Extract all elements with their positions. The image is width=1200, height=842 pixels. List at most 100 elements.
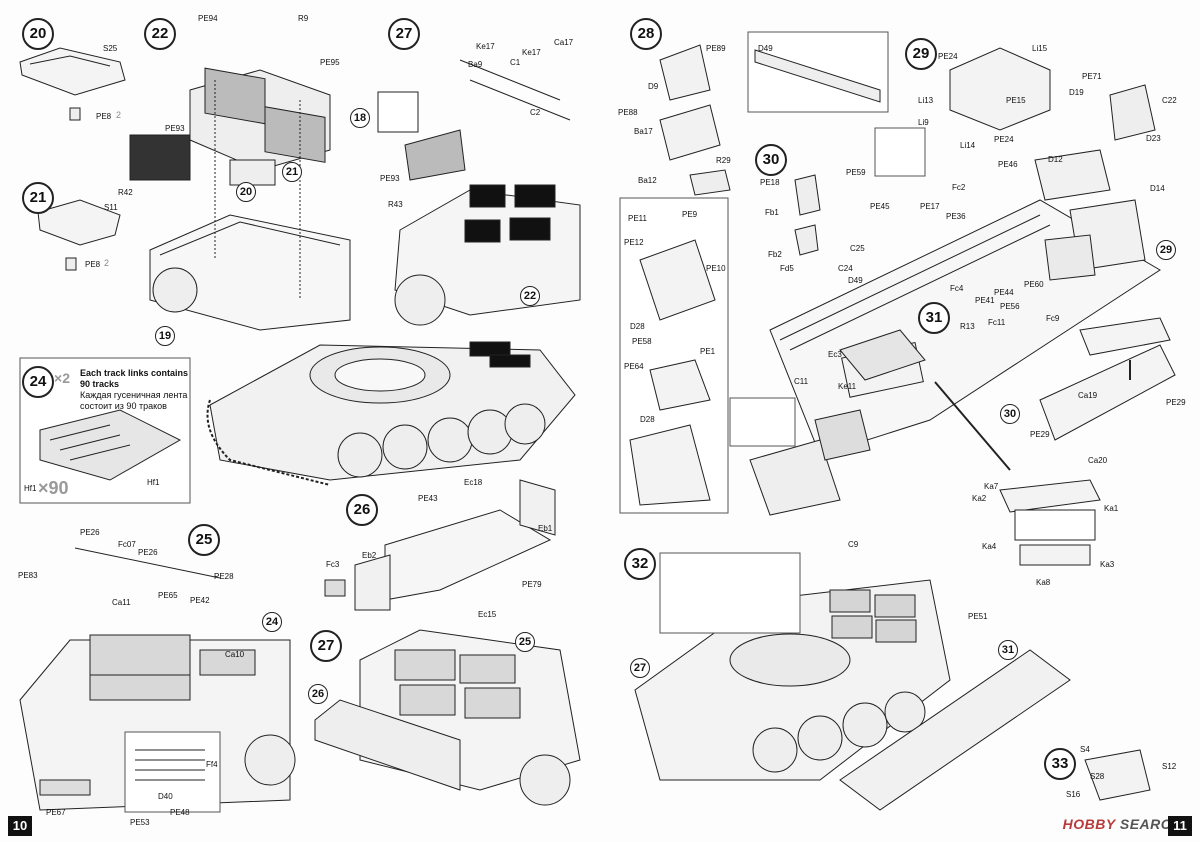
part-label: Ka8 <box>1036 578 1051 587</box>
part-label: PE29 <box>1166 398 1186 407</box>
part-label: R43 <box>388 200 403 209</box>
part-label: Fd5 <box>780 264 794 273</box>
part-label: C1 <box>510 58 521 67</box>
watermark: HOBBY SEARCH <box>1062 816 1182 832</box>
part-label: PE29 <box>1030 430 1050 439</box>
step-number-badge: 26 <box>346 494 378 526</box>
part-label: Ca20 <box>1088 456 1108 465</box>
part-label: PE56 <box>1000 302 1020 311</box>
reference-step-badge: 20 <box>236 182 256 202</box>
part-label: C22 <box>1162 96 1177 105</box>
part-label: C9 <box>848 540 859 549</box>
part-label: Fc11 <box>988 318 1006 327</box>
part-label: D40 <box>158 792 173 801</box>
left-page-line-drawings <box>19 47 581 813</box>
reference-step-badge: 29 <box>1156 240 1176 260</box>
reference-step-badge: 19 <box>155 326 175 346</box>
reference-step-badge: 25 <box>515 632 535 652</box>
part-label: PE8 <box>85 260 101 269</box>
quantity-mark: 2 <box>104 258 110 268</box>
track-note-ru: Каждая гусеничная лента состоит из 90 тр… <box>80 390 188 411</box>
part-label: PE12 <box>624 238 644 247</box>
part-label: PE44 <box>994 288 1014 297</box>
part-label: PE59 <box>846 168 866 177</box>
part-label: C2 <box>530 108 541 117</box>
part-label: PE8 <box>96 112 112 121</box>
part-label: Fc2 <box>952 183 966 192</box>
part-label: C24 <box>838 264 853 273</box>
part-label: PE11 <box>628 214 647 223</box>
part-label: D28 <box>640 415 655 424</box>
part-label: D12 <box>1048 155 1063 164</box>
reference-step-badge: 31 <box>998 640 1018 660</box>
part-label: S11 <box>104 203 118 212</box>
page-number: 11 <box>1168 816 1192 836</box>
part-label: Li9 <box>918 118 929 127</box>
step-number-badge: 31 <box>918 302 950 334</box>
part-label: D49 <box>848 276 863 285</box>
part-label: Ba12 <box>638 176 657 185</box>
part-label: PE36 <box>946 212 966 221</box>
part-label: PE58 <box>632 337 652 346</box>
part-label: PE26 <box>80 528 100 537</box>
part-label: PE83 <box>18 571 38 580</box>
part-label: Ke17 <box>522 48 541 57</box>
part-label: D28 <box>630 322 645 331</box>
quantity-mark: 2 <box>116 110 122 120</box>
part-label: PE93 <box>380 174 400 183</box>
part-label: Fc07 <box>118 540 136 549</box>
part-label: PE71 <box>1082 72 1102 81</box>
part-label: S12 <box>1162 762 1177 771</box>
step-number-badge: 29 <box>905 38 937 70</box>
part-label: D23 <box>1146 134 1161 143</box>
part-label: PE24 <box>938 52 958 61</box>
part-label: Ka3 <box>1100 560 1115 569</box>
part-label: Li14 <box>960 141 976 150</box>
part-label: Hf1 <box>24 484 37 493</box>
part-label: PE64 <box>624 362 644 371</box>
part-label: S16 <box>1066 790 1081 799</box>
step-number-badge: 32 <box>624 548 656 580</box>
step-number-badge: 33 <box>1044 748 1076 780</box>
part-label: Ke11 <box>838 382 857 391</box>
step-number-badge: 27 <box>310 630 342 662</box>
part-label: PE9 <box>682 210 698 219</box>
part-label: Ka4 <box>982 542 997 551</box>
part-label: Ec15 <box>478 610 497 619</box>
part-label: PE48 <box>170 808 190 817</box>
part-label: S4 <box>1080 745 1090 754</box>
step-number-badge: 20 <box>22 18 54 50</box>
reference-step-badge: 26 <box>308 684 328 704</box>
track-note-en: Each track links contains 90 tracks <box>80 368 189 389</box>
part-label: PE60 <box>1024 280 1044 289</box>
part-label: Eb1 <box>538 524 553 533</box>
part-label: Fc4 <box>950 284 964 293</box>
page-number: 10 <box>8 816 32 836</box>
reference-step-badge: 30 <box>1000 404 1020 424</box>
part-label: Ca10 <box>225 650 245 659</box>
part-label: Eb2 <box>362 551 377 560</box>
part-label: Ke17 <box>476 42 495 51</box>
part-label: PE89 <box>706 44 726 53</box>
part-label: Fb1 <box>765 208 779 217</box>
part-label: PE65 <box>158 591 178 600</box>
part-label: Ka7 <box>984 482 999 491</box>
part-label: PE43 <box>418 494 438 503</box>
step-number-badge: 27 <box>388 18 420 50</box>
part-label: PE51 <box>968 612 988 621</box>
part-label: S28 <box>1090 772 1105 781</box>
part-label: R42 <box>118 188 133 197</box>
part-label: Li13 <box>918 96 934 105</box>
track-note: Each track links contains 90 tracks Кажд… <box>80 368 200 412</box>
part-label: PE79 <box>522 580 542 589</box>
part-label: Ka2 <box>972 494 987 503</box>
part-label: Ca11 <box>112 598 131 607</box>
quantity-multiplier: ×2 <box>54 370 70 386</box>
part-label: R29 <box>716 156 731 165</box>
part-label: PE88 <box>618 108 638 117</box>
reference-step-badge: 18 <box>350 108 370 128</box>
reference-step-badge: 22 <box>520 286 540 306</box>
part-label: PE94 <box>198 14 218 23</box>
part-label: Fb2 <box>768 250 782 259</box>
part-label: S25 <box>103 44 118 53</box>
